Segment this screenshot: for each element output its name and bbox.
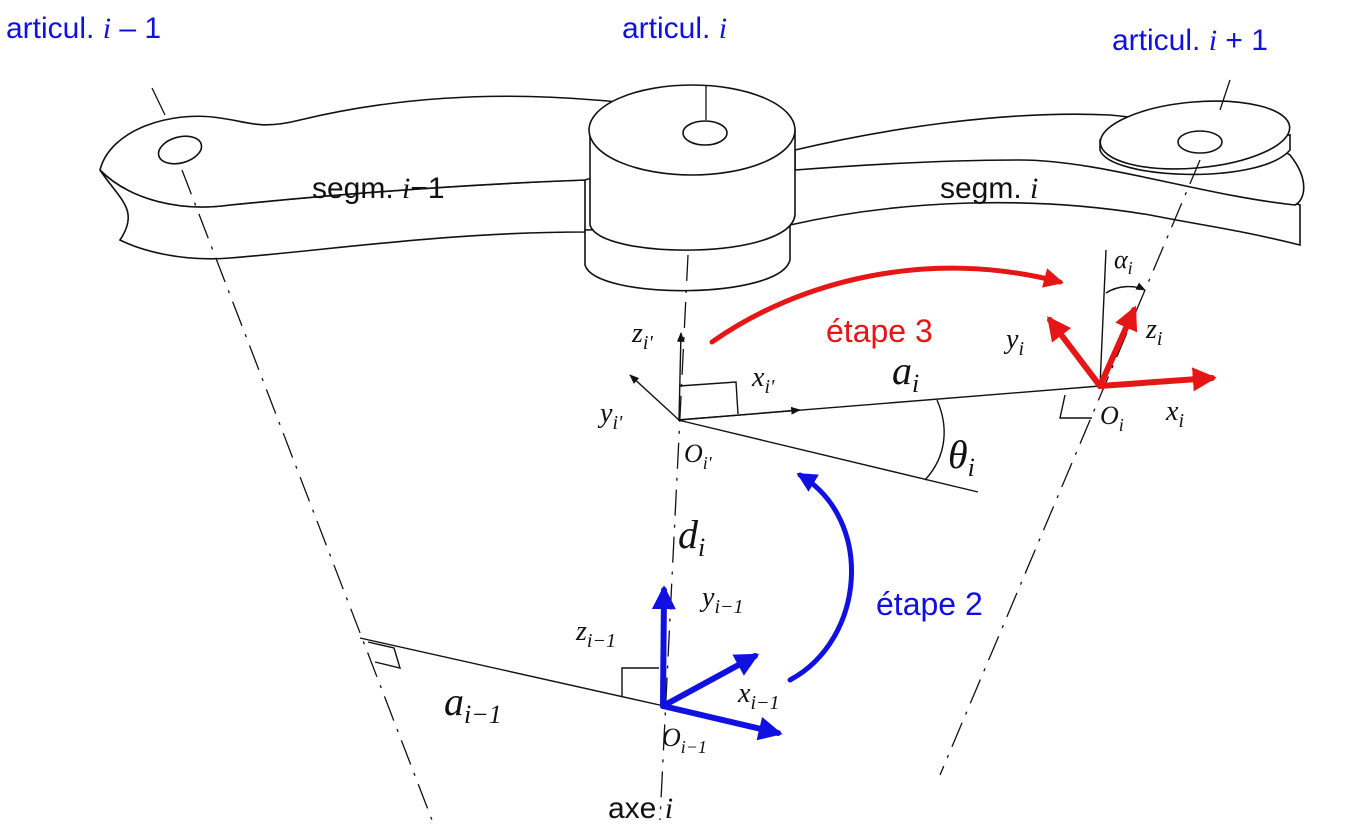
z-prev-arrow bbox=[651, 585, 676, 709]
right-angle-o-prev bbox=[621, 667, 659, 697]
y-prev-arrow bbox=[660, 653, 760, 709]
alpha-arc bbox=[1105, 282, 1146, 294]
label-z-i: zi bbox=[1145, 314, 1162, 350]
axis-i bbox=[659, 254, 689, 821]
right-angle-mid bbox=[678, 381, 739, 415]
axis-prev bbox=[181, 169, 433, 821]
x-i-arrow bbox=[1097, 367, 1217, 392]
y-prime-arrow bbox=[629, 374, 680, 421]
joint-prev-hole bbox=[157, 135, 203, 165]
label-o-prev: Oi−1 bbox=[662, 723, 707, 757]
param-alpha: αi bbox=[1114, 245, 1133, 278]
segment-label-prev: segm. i−1 bbox=[312, 172, 445, 205]
label-x-i: xi bbox=[1165, 396, 1184, 432]
joint-label-i: articul. i bbox=[622, 12, 727, 45]
label-z-prev: zi−1 bbox=[575, 616, 616, 652]
step3-label: étape 3 bbox=[826, 313, 933, 349]
label-x-mid: xi' bbox=[751, 362, 775, 398]
x-prime-arrow bbox=[677, 406, 801, 421]
axis-label: axe i bbox=[608, 792, 673, 825]
label-y-prev: yi−1 bbox=[699, 582, 744, 618]
step2-arrow bbox=[787, 472, 854, 683]
right-angle-oi bbox=[1059, 394, 1092, 419]
robot-links bbox=[99, 84, 1305, 292]
param-a: ai bbox=[892, 348, 919, 398]
joint-next-hole bbox=[1177, 130, 1223, 154]
x-prev-arrow bbox=[660, 703, 783, 741]
label-z-mid: zi' bbox=[631, 318, 653, 354]
label-y-i: yi bbox=[1003, 324, 1024, 360]
z-prime-arrow bbox=[676, 332, 685, 421]
alpha-ref bbox=[1099, 249, 1107, 387]
frame-i bbox=[709, 265, 1217, 392]
normal-a-prev bbox=[359, 637, 665, 707]
param-d: di bbox=[678, 512, 705, 562]
z-i-arrow bbox=[1097, 305, 1138, 389]
theta-arc bbox=[924, 399, 945, 481]
label-o-i: Oi bbox=[1100, 401, 1124, 435]
joint-label-next: articul. i + 1 bbox=[1112, 24, 1268, 57]
param-theta: θi bbox=[948, 432, 975, 482]
param-a-prev: ai−1 bbox=[444, 679, 502, 729]
axis-next-top bbox=[1219, 79, 1231, 111]
dh-geometry bbox=[359, 249, 1146, 707]
frame-prev bbox=[651, 472, 854, 741]
label-y-mid: yi' bbox=[597, 398, 623, 434]
step3-arrow bbox=[709, 265, 1064, 345]
label-x-prev: xi−1 bbox=[737, 678, 780, 714]
axis-prev-top bbox=[151, 87, 166, 116]
joint-label-prev: articul. i – 1 bbox=[6, 12, 161, 45]
joint-axes bbox=[151, 79, 1231, 821]
step2-label: étape 2 bbox=[876, 586, 983, 622]
joint-i-hole bbox=[682, 120, 728, 146]
x-prev-ext bbox=[677, 419, 979, 493]
y-i-arrow bbox=[1047, 316, 1103, 389]
axis-next bbox=[939, 159, 1201, 776]
right-angle-prev bbox=[367, 641, 402, 669]
label-o-mid: Oi' bbox=[684, 439, 713, 473]
segment-label-i: segm. i bbox=[940, 172, 1038, 205]
